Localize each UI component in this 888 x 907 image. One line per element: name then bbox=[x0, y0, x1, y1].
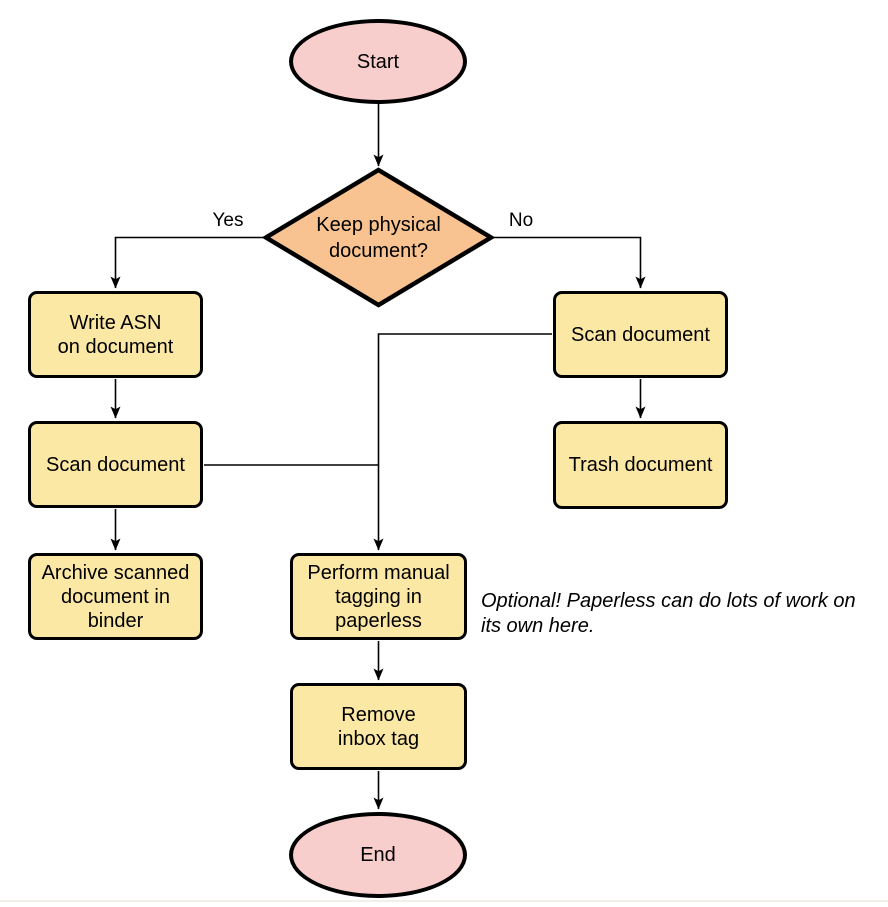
node-scan-document-right: Scan document bbox=[553, 291, 728, 378]
optional-note: Optional! Paperless can do lots of work … bbox=[481, 590, 856, 637]
node-trash-document: Trash document bbox=[553, 421, 728, 509]
decision-diamond-shape bbox=[261, 167, 496, 308]
node-remove-inbox-tag: Remove inbox tag bbox=[290, 683, 467, 770]
node-write-asn: Write ASN on document bbox=[28, 291, 203, 378]
edge-label-yes: Yes bbox=[212, 210, 244, 231]
edge-decision-to-write-asn bbox=[110, 236, 263, 289]
edge-scan-right-to-tagging bbox=[373, 333, 552, 551]
node-end: End bbox=[289, 812, 467, 898]
node-manual-tagging: Perform manual tagging in paperless bbox=[290, 553, 467, 640]
node-scan-document-left: Scan document bbox=[28, 421, 203, 508]
node-archive-binder: Archive scanned document in binder bbox=[28, 553, 203, 640]
node-decision-label: Keep physical document? bbox=[316, 213, 441, 262]
bottom-hairline bbox=[0, 900, 888, 902]
edge-label-no: No bbox=[508, 210, 534, 231]
node-start: Start bbox=[289, 19, 467, 104]
edge-decision-to-scan-right bbox=[494, 236, 646, 289]
